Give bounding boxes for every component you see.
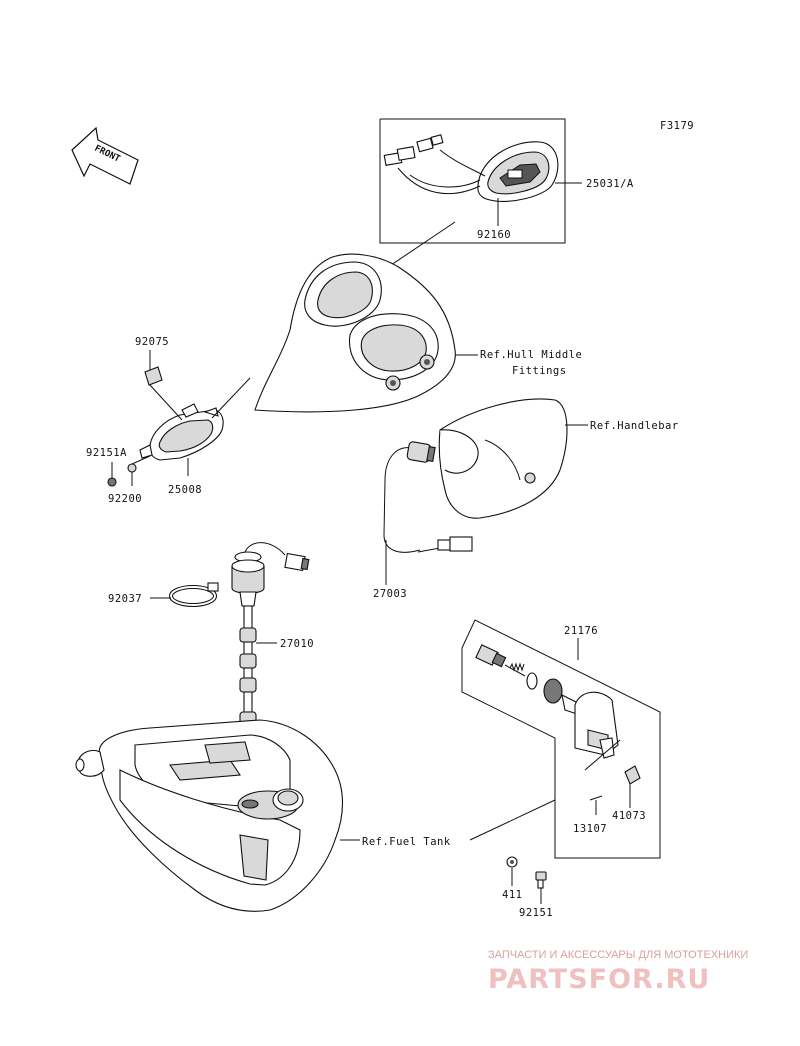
- figure-code: F3179: [660, 120, 694, 132]
- bolt-92151: [535, 871, 547, 904]
- ref-hull-middle-line2: Fittings: [512, 365, 567, 377]
- speed-sensor-27003: [383, 441, 473, 585]
- part-label-21176: 21176: [564, 625, 598, 637]
- meter-assembly: [379, 118, 582, 244]
- watermark-logo: PARTSFOR.RU: [488, 964, 710, 995]
- fuel-tank: [75, 719, 360, 912]
- front-arrow-icon: FRONT: [71, 126, 139, 185]
- part-label-41073: 41073: [612, 810, 646, 822]
- hose-clamp-92037: [150, 582, 219, 607]
- part-label-92200: 92200: [108, 493, 142, 505]
- hull-middle-fittings: [254, 253, 478, 413]
- part-label-92037: 92037: [108, 593, 142, 605]
- watermark: ЗАПЧАСТИ И АКСЕССУАРЫ ДЛЯ МОТОТЕХНИКИ PA…: [488, 949, 748, 995]
- part-label-411: 411: [502, 889, 522, 901]
- meter-bracket: [107, 350, 251, 487]
- ref-handlebar: Ref.Handlebar: [590, 420, 679, 432]
- switch-assembly-box: [461, 619, 661, 859]
- part-label-27003: 27003: [373, 588, 407, 600]
- part-label-92075: 92075: [135, 336, 169, 348]
- part-label-92151: 92151: [519, 907, 553, 919]
- fuel-level-sender: [231, 542, 310, 800]
- handlebar-cover: [438, 398, 588, 519]
- part-label-25031-a: 25031/A: [586, 178, 634, 190]
- watermark-tagline: ЗАПЧАСТИ И АКСЕССУАРЫ ДЛЯ МОТОТЕХНИКИ: [488, 949, 748, 961]
- part-label-13107: 13107: [573, 823, 607, 835]
- ref-fuel-tank: Ref.Fuel Tank: [362, 836, 451, 848]
- part-label-25008: 25008: [168, 484, 202, 496]
- ref-hull-middle-line1: Ref.Hull Middle: [480, 349, 582, 361]
- nut-411: [506, 856, 518, 886]
- part-label-27010: 27010: [280, 638, 314, 650]
- part-label-92160: 92160: [477, 229, 511, 241]
- part-label-92151a: 92151A: [86, 447, 127, 459]
